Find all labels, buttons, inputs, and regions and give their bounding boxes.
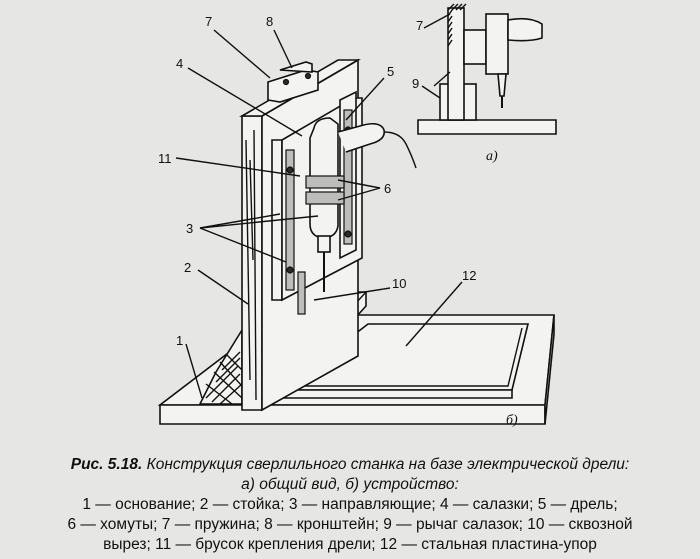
caption-line-3: 1 — основание; 2 — стойка; 3 — направляю… — [82, 496, 618, 513]
caption-title: Конструкция сверлильного станка на базе … — [146, 456, 630, 473]
label-12: 12 — [462, 268, 476, 283]
label-4: 4 — [176, 56, 183, 71]
caption-line-2: а) общий вид, б) устройство: — [241, 476, 459, 493]
drill-press-diagram: 7 8 4 5 11 6 3 2 10 12 1 7 9 а) б) — [157, 3, 557, 428]
label-10: 10 — [392, 276, 406, 291]
inset-drawing — [417, 3, 557, 135]
caption-line-4: 6 — хомуты; 7 — пружина; 8 — кронштейн; … — [67, 516, 633, 533]
figure-number: Рис. 5.18. — [70, 456, 143, 473]
caption-line-1: Рис. 5.18. Конструкция сверлильного стан… — [0, 455, 700, 475]
label-1: 1 — [176, 333, 183, 348]
hatched-brace — [198, 327, 243, 405]
figure-caption: Рис. 5.18. Конструкция сверлильного стан… — [0, 455, 700, 555]
label-5: 5 — [387, 64, 394, 79]
leader-lines — [175, 13, 463, 399]
label-11: 11 — [158, 151, 172, 166]
steel-stop-plate — [279, 323, 530, 399]
label-8: 8 — [266, 14, 273, 29]
label-2: 2 — [184, 260, 191, 275]
inset-label-9: 9 — [412, 76, 419, 91]
label-3: 3 — [186, 221, 193, 236]
top-bracket — [267, 61, 319, 103]
label-7: 7 — [205, 14, 212, 29]
subfigure-a-label: а) — [486, 149, 498, 164]
label-6: 6 — [384, 181, 391, 196]
subfigure-b-label: б) — [506, 413, 518, 428]
caption-line-5: вырез; 11 — брусок крепления дрели; 12 —… — [103, 536, 597, 553]
inset-label-7: 7 — [416, 18, 423, 33]
